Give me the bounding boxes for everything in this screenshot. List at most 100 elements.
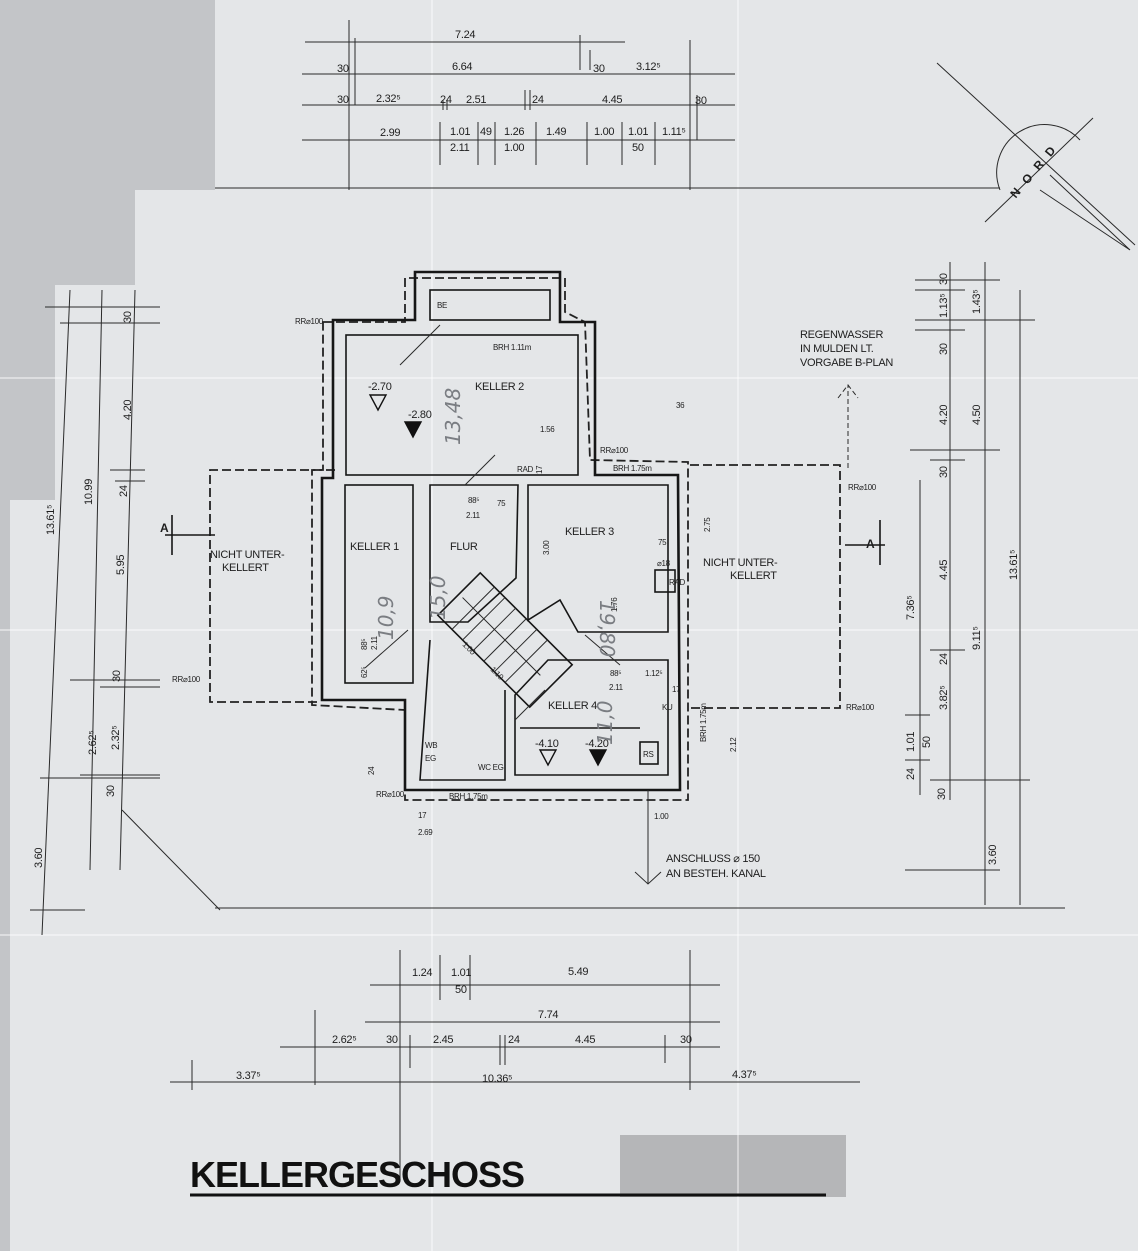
sump xyxy=(639,741,659,765)
left-dimension-chain: 30 4.20 24 5.95 30 2.32⁵ 30 10.99 2.62⁵ … xyxy=(30,289,221,936)
stair-annex xyxy=(429,289,551,321)
unexcavated-label-right: KELLERT xyxy=(730,570,777,582)
dim-label: 1.13⁵ xyxy=(938,294,950,318)
redaction-box xyxy=(620,1135,846,1197)
dim-label: 5.95 xyxy=(115,555,127,575)
dim-label: 2.62⁵ xyxy=(87,731,99,755)
annotation: RAD xyxy=(669,578,686,587)
sewer-note: ANSCHLUSS ⌀ 150 AN BESTEH. KANAL xyxy=(634,790,766,885)
annotation: BRH 1.75m xyxy=(699,703,708,742)
dim-label: 2.62⁵ xyxy=(332,1034,356,1046)
handwritten-note: 13,48 xyxy=(441,388,465,445)
dim-label: 24 xyxy=(938,653,950,665)
annotation: 75 xyxy=(497,499,506,508)
annotation: 1.00 xyxy=(654,812,669,821)
dim-label: 30 xyxy=(111,670,123,682)
dim-label: 30 xyxy=(122,311,134,323)
annotation: RR⌀100 xyxy=(376,790,405,799)
unexcavated-label-left: KELLERT xyxy=(222,562,269,574)
dim-label: 2.99 xyxy=(380,127,400,139)
annotation: BRH 1.75m xyxy=(449,792,488,801)
annotation: KU xyxy=(662,703,673,712)
chimney xyxy=(654,569,676,593)
dim-label: 4.20 xyxy=(122,400,134,420)
dim-label: 24 xyxy=(508,1034,520,1046)
note-line: AN BESTEH. KANAL xyxy=(666,868,766,880)
room-keller-4 xyxy=(514,659,669,776)
annotation: RR⌀100 xyxy=(848,483,877,492)
top-dimension-chain: 7.24 30 6.64 30 3.12⁵ 30 2.32⁵ 24 2.51 2… xyxy=(215,20,1000,190)
right-dimension-chain: 30 1.13⁵ 1.43⁵ 30 4.20 4.50 30 4.45 7.36… xyxy=(905,262,1035,905)
note-line: ANSCHLUSS ⌀ 150 xyxy=(666,853,760,865)
dim-label: 2.11 xyxy=(450,142,470,154)
annotation: 1.56 xyxy=(540,425,555,434)
dim-label: 4.37⁵ xyxy=(732,1069,756,1081)
annotation: RR⌀100 xyxy=(600,446,629,455)
dim-label: 7.74 xyxy=(538,1009,558,1021)
dim-label: 1.26 xyxy=(504,126,524,138)
dim-label: 30 xyxy=(337,94,349,106)
dim-label: 24 xyxy=(905,768,917,780)
unexcavated-area-right xyxy=(690,464,841,709)
annotation: RR⌀100 xyxy=(295,317,324,326)
drawing-title: KELLERGESCHOSS xyxy=(190,1154,524,1195)
dim-label: 24 xyxy=(440,94,452,106)
dim-label: 2.45 xyxy=(433,1034,453,1046)
dim-label: 3.12⁵ xyxy=(636,61,660,73)
annotation: EG xyxy=(425,754,436,763)
dim-label: 30 xyxy=(105,785,117,797)
dim-label: 7.24 xyxy=(455,29,475,41)
dim-label: 30 xyxy=(938,466,950,478)
dim-label: 50 xyxy=(455,984,467,996)
annotation: 2.12 xyxy=(729,737,738,752)
level-label: -2.70 xyxy=(368,381,392,393)
room-label-keller-3: KELLER 3 xyxy=(565,526,614,538)
handwritten-note: 10,9 xyxy=(374,595,398,640)
dim-label: 1.01 xyxy=(628,126,648,138)
staircase xyxy=(436,571,574,709)
dim-label: 4.45 xyxy=(575,1034,595,1046)
annotation: WC EG xyxy=(478,763,504,772)
annotation: 88⁵ xyxy=(360,639,369,650)
annotation: 75 xyxy=(658,538,667,547)
dim-label: 2.32⁵ xyxy=(376,93,400,105)
unexcavated-label-left: NICHT UNTER- xyxy=(210,549,285,561)
room-flur xyxy=(419,484,519,781)
dim-label: 1.11⁵ xyxy=(662,126,686,138)
annotation: 88⁵ xyxy=(610,669,621,678)
dim-label: 3.82⁵ xyxy=(938,686,950,710)
annotation: 88⁵ xyxy=(468,496,479,505)
annotation: 2.11 xyxy=(609,683,624,692)
bottom-dimension-chain: 1.24 1.01 50 5.49 7.74 2.62⁵ 30 2.45 24 … xyxy=(170,950,860,1180)
dim-label: 50 xyxy=(632,142,644,154)
dim-label: 10.36⁵ xyxy=(482,1073,512,1085)
dim-label: 7.36⁵ xyxy=(905,596,917,620)
dim-label: 30 xyxy=(695,95,707,107)
handwritten-notes: 13,48 15,0 19,80 10,9 11,0 xyxy=(374,388,619,745)
annotation: 3.00 xyxy=(542,540,551,555)
unexcavated-area-left xyxy=(209,469,335,703)
annotation: RAD xyxy=(517,465,534,474)
dim-label: 1.01 xyxy=(451,967,471,979)
dim-label: 10.99 xyxy=(83,479,95,505)
annotation: 2.75 xyxy=(703,517,712,532)
annotation: 36 xyxy=(676,401,685,410)
unexcavated-label-right: NICHT UNTER- xyxy=(703,557,778,569)
annotation: WB xyxy=(425,741,437,750)
annotation: 17 xyxy=(672,685,681,694)
dim-label: 4.20 xyxy=(938,405,950,425)
dim-label: 24 xyxy=(532,94,544,106)
dim-label: 30 xyxy=(938,343,950,355)
handwritten-note: 15,0 xyxy=(426,575,450,620)
handwritten-note: 19,80 xyxy=(595,600,619,657)
level-label: -2.80 xyxy=(408,409,432,421)
dim-label: 1.01 xyxy=(905,732,917,752)
dim-label: 13.61⁵ xyxy=(45,505,57,535)
arrow-up-icon xyxy=(837,384,859,468)
dim-label: 2.32⁵ xyxy=(110,726,122,750)
room-labels: KELLER 2 KELLER 1 FLUR KELLER 3 KELLER 4… xyxy=(210,381,778,750)
annotation: 17 xyxy=(535,465,544,474)
room-label-flur: FLUR xyxy=(450,541,478,553)
dim-label: 24 xyxy=(118,485,130,497)
annotation: BRH 1.75m xyxy=(613,464,652,473)
